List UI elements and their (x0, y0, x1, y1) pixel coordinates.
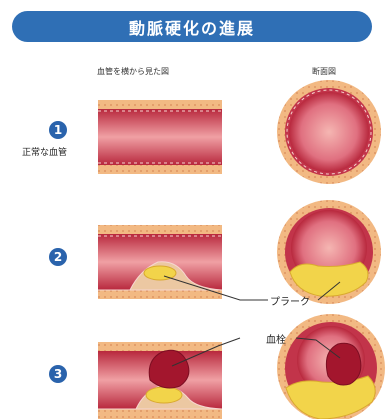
vessel-side-thrombus (98, 342, 222, 419)
vessel-side-plaque (98, 225, 222, 299)
vessel-cross-thrombus (277, 314, 385, 419)
plaque-label: プラーク (270, 293, 310, 308)
vessel-cross-plaque (277, 200, 381, 304)
thrombus-label: 血栓 (266, 331, 286, 346)
vessel-cross-normal (277, 80, 381, 184)
vessel-side-normal (98, 100, 222, 174)
